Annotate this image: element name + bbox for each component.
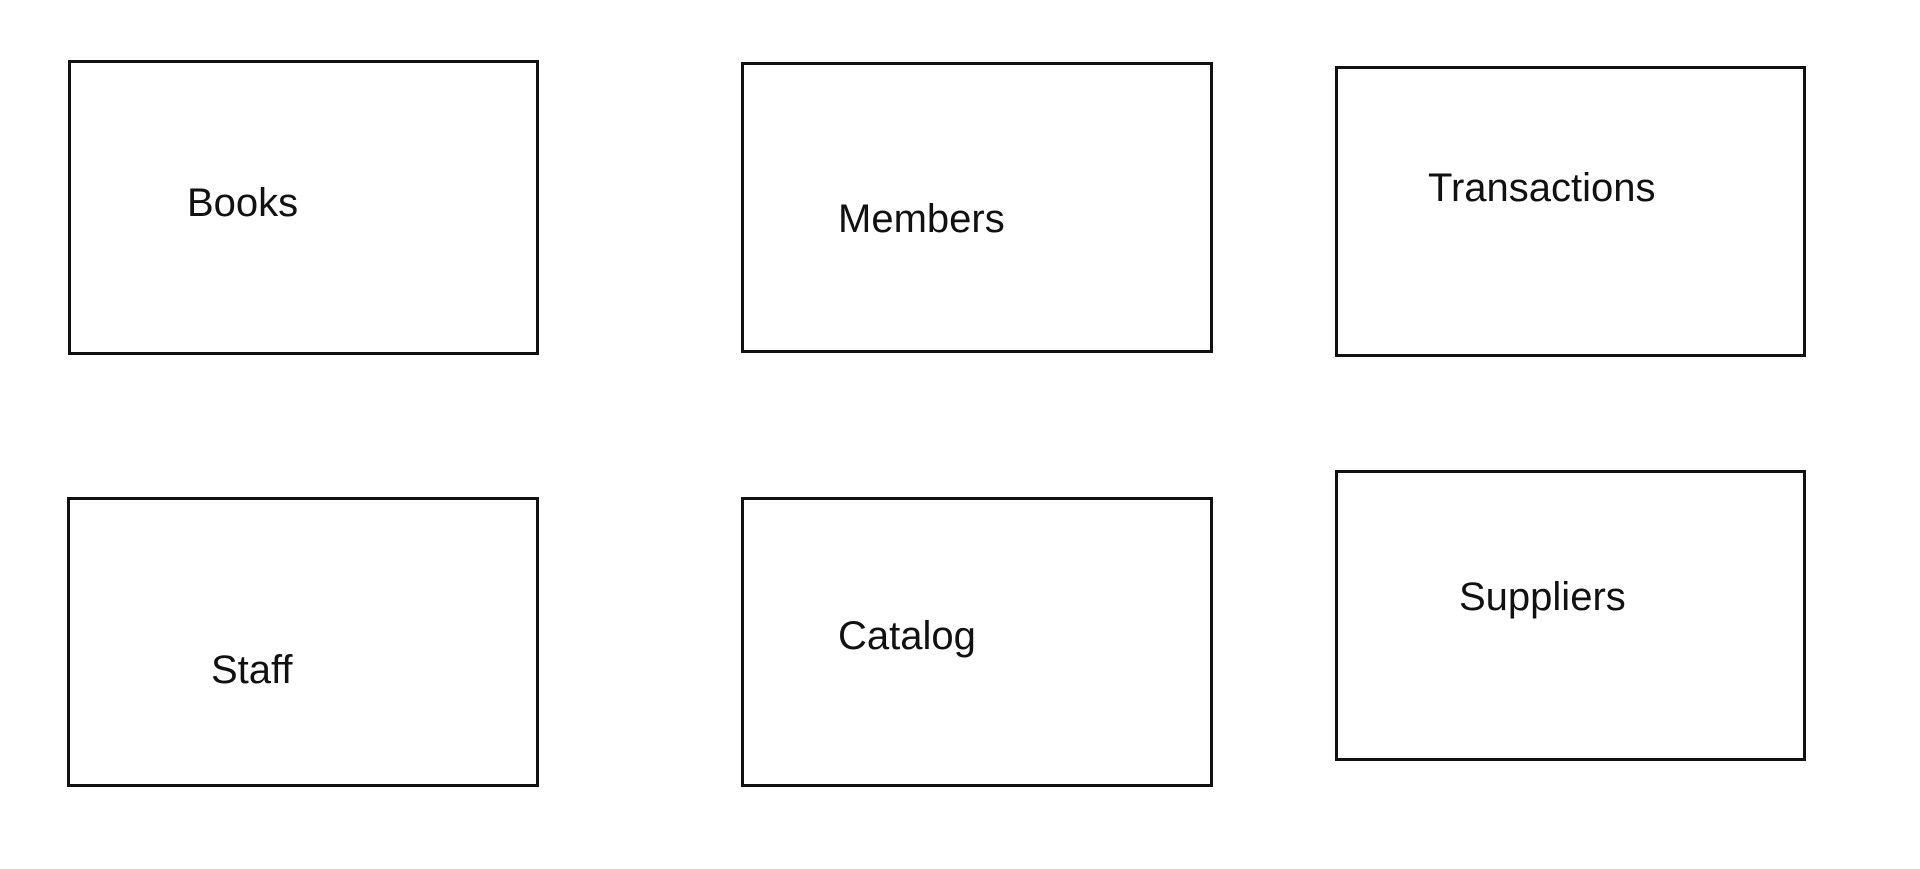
entity-box-books: Books (68, 60, 539, 355)
entity-box-catalog: Catalog (741, 497, 1213, 787)
entity-box-suppliers: Suppliers (1335, 470, 1806, 761)
entity-label-transactions: Transactions (1428, 166, 1656, 210)
entity-label-suppliers: Suppliers (1459, 575, 1626, 619)
entity-label-books: Books (187, 181, 299, 225)
entity-box-staff: Staff (67, 497, 539, 787)
entity-label-members: Members (838, 197, 1005, 241)
entity-box-members: Members (741, 62, 1213, 353)
entity-label-staff: Staff (211, 648, 293, 692)
entity-label-catalog: Catalog (838, 614, 976, 658)
entity-box-transactions: Transactions (1335, 66, 1806, 357)
